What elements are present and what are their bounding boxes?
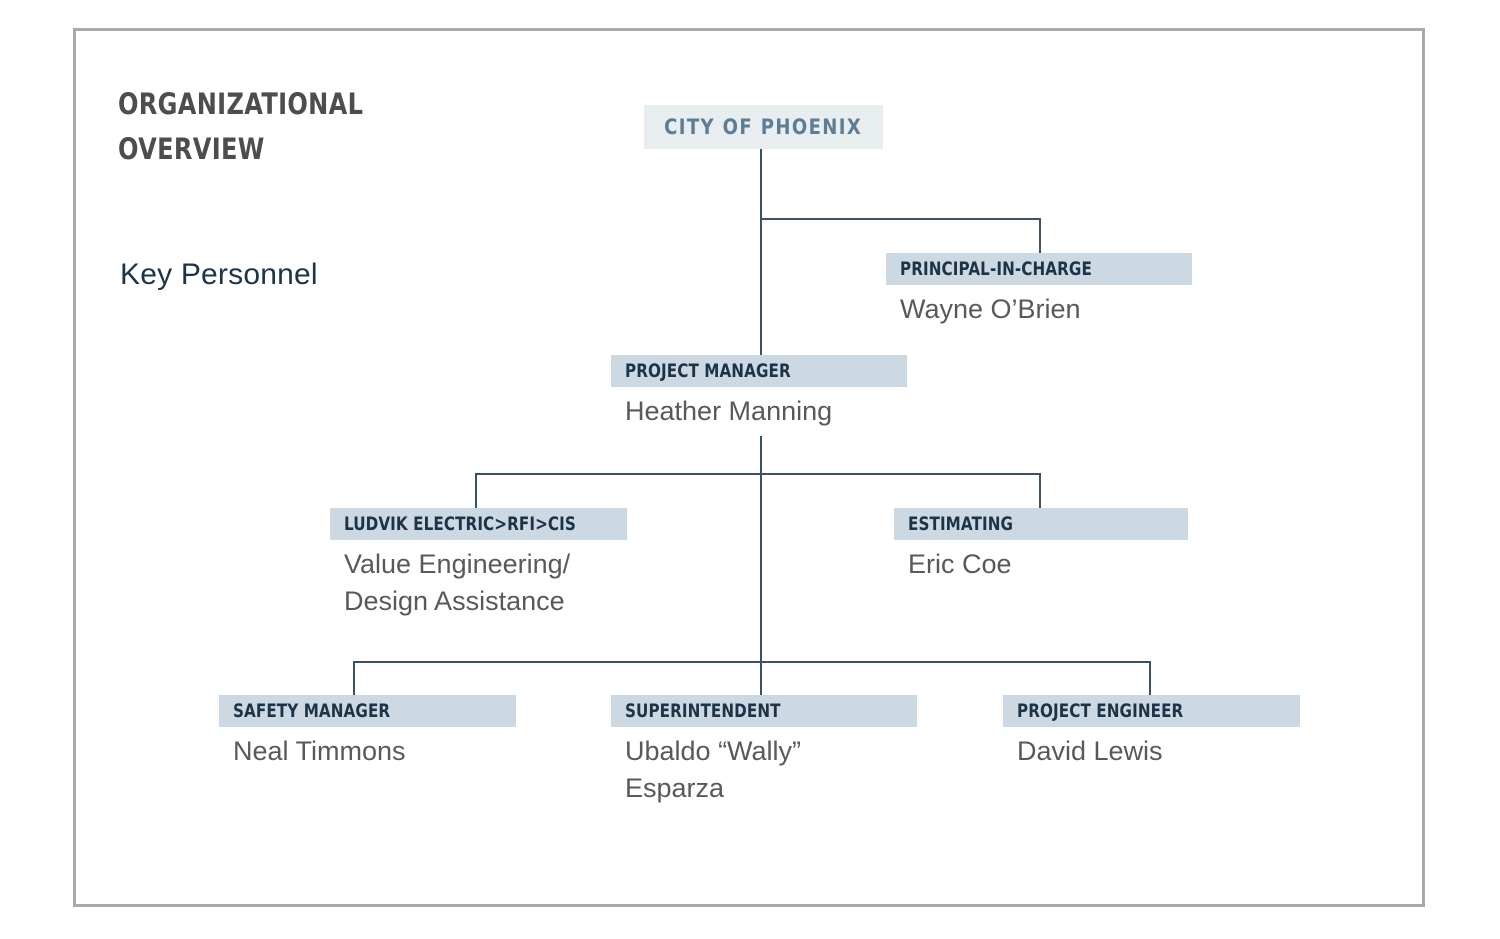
org-node-project-manager[interactable]: PROJECT MANAGER Heather Manning — [611, 355, 907, 430]
org-node-person-name: David Lewis — [1017, 736, 1163, 766]
org-node-role-label: CITY OF PHOENIX — [664, 115, 863, 139]
content-frame — [73, 28, 1425, 907]
org-node-ludvik-electric[interactable]: LUDVIK ELECTRIC>RFI>CIS Value Engineerin… — [330, 508, 627, 620]
connector-level2-bus — [475, 473, 1041, 475]
org-node-person-name: Heather Manning — [625, 396, 833, 426]
connector-principal-drop — [1039, 218, 1041, 254]
connector-level3-bus — [353, 661, 1151, 663]
org-node-estimating[interactable]: ESTIMATING Eric Coe — [894, 508, 1188, 583]
connector-ludvik-drop — [475, 473, 477, 509]
org-node-role-label: ESTIMATING — [908, 513, 1014, 535]
org-node-band: PROJECT ENGINEER — [1003, 695, 1300, 727]
connector-engineer-drop — [1149, 661, 1151, 697]
org-node-band: PROJECT MANAGER — [611, 355, 907, 387]
org-node-person-name: Wayne O’Brien — [900, 294, 1081, 324]
org-node-role-label: PRINCIPAL-IN-CHARGE — [900, 258, 1092, 280]
page-title: ORGANIZATIONAL OVERVIEW — [118, 87, 364, 166]
connector-safety-drop — [353, 661, 355, 697]
org-node-band: SAFETY MANAGER — [219, 695, 516, 727]
org-node-city-of-phoenix[interactable]: CITY OF PHOENIX — [644, 105, 883, 149]
connector-root-to-principal-horizontal — [760, 218, 1041, 220]
connector-estimating-drop — [1039, 473, 1041, 509]
org-node-band: SUPERINTENDENT — [611, 695, 917, 727]
org-node-person-name: Eric Coe — [908, 549, 1012, 579]
org-node-band: ESTIMATING — [894, 508, 1188, 540]
org-node-role-label: PROJECT MANAGER — [625, 360, 791, 382]
org-node-project-engineer[interactable]: PROJECT ENGINEER David Lewis — [1003, 695, 1300, 770]
org-node-safety-manager[interactable]: SAFETY MANAGER Neal Timmons — [219, 695, 516, 770]
org-node-principal-in-charge[interactable]: PRINCIPAL-IN-CHARGE Wayne O’Brien — [886, 253, 1192, 328]
org-node-superintendent[interactable]: SUPERINTENDENT Ubaldo “Wally” Esparza — [611, 695, 917, 807]
connector-root-stem — [760, 149, 762, 219]
org-node-band: CITY OF PHOENIX — [644, 105, 883, 149]
connector-trunk-to-project-manager — [760, 218, 762, 356]
org-node-role-label: SUPERINTENDENT — [625, 700, 781, 722]
org-node-person-name: Value Engineering/ Design Assistance — [344, 549, 571, 616]
org-node-role-label: SAFETY MANAGER — [233, 700, 391, 722]
org-node-band: PRINCIPAL-IN-CHARGE — [886, 253, 1192, 285]
connector-project-manager-stem — [760, 436, 762, 475]
section-subtitle: Key Personnel — [120, 258, 318, 291]
org-node-person-name: Ubaldo “Wally” Esparza — [625, 736, 802, 803]
connector-trunk-to-level3 — [760, 473, 762, 663]
org-node-person-name: Neal Timmons — [233, 736, 406, 766]
org-node-role-label: PROJECT ENGINEER — [1017, 700, 1184, 722]
org-node-role-label: LUDVIK ELECTRIC>RFI>CIS — [344, 513, 576, 535]
connector-superintendent-drop — [760, 661, 762, 697]
org-node-band: LUDVIK ELECTRIC>RFI>CIS — [330, 508, 627, 540]
